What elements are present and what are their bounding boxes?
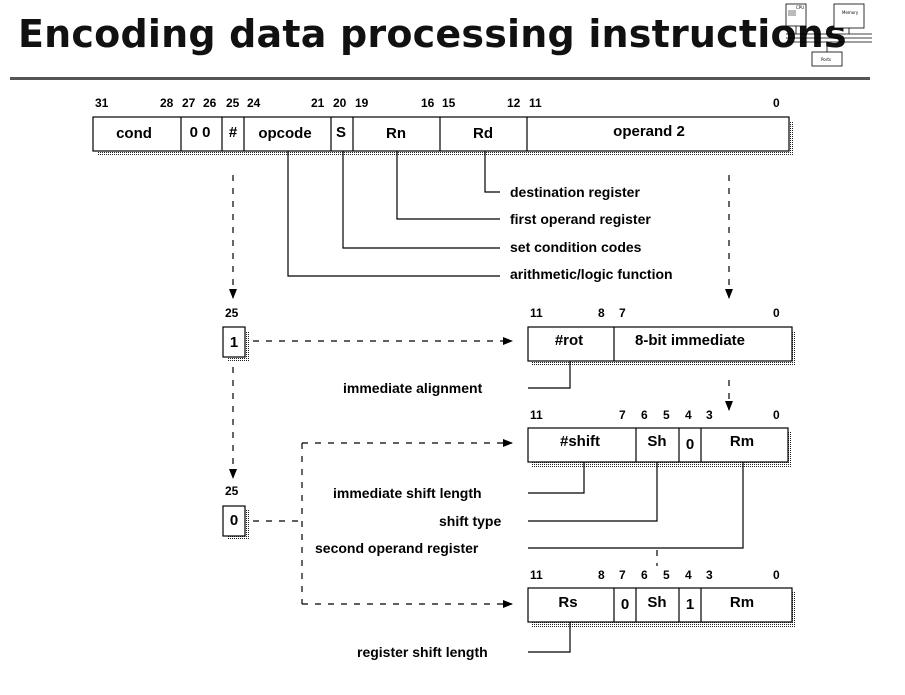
shimm-bit-6: 6 — [641, 408, 648, 422]
field-rd: Rd — [473, 125, 493, 142]
bit-20: 20 — [333, 96, 347, 110]
label-set-condition-codes: set condition codes — [510, 239, 642, 255]
bit-11: 11 — [529, 96, 542, 110]
label-second-operand-register: second operand register — [315, 540, 479, 556]
shimm-bit-7: 7 — [619, 408, 626, 422]
branch-reg-value: 0 — [230, 512, 238, 529]
bit-26: 26 — [203, 96, 217, 110]
field-sh-reg: Sh — [647, 594, 666, 611]
label-immediate-alignment: immediate alignment — [343, 380, 483, 396]
bit-27: 27 — [182, 96, 196, 110]
logo-ports-label: Ports — [821, 57, 831, 62]
field-rm: Rm — [730, 433, 754, 450]
shreg-bit-3: 3 — [706, 568, 713, 582]
label-first-operand-register: first operand register — [510, 211, 651, 227]
field-bit4-zero: 0 — [686, 436, 694, 453]
bit-0: 0 — [773, 96, 780, 110]
field-sh: Sh — [647, 433, 666, 450]
shreg-bit-4: 4 — [685, 568, 692, 582]
page-title: Encoding data processing instructions — [18, 12, 847, 56]
shimm-bit-0: 0 — [773, 408, 780, 422]
flow-arrows — [229, 175, 733, 608]
bit-28: 28 — [160, 96, 174, 110]
field-00: 0 0 — [190, 124, 211, 141]
bit25-one-branch: 25 1 — [222, 306, 249, 361]
branch-imm-value: 1 — [230, 334, 238, 351]
shift-immediate-format: 11 7 6 5 4 3 0 #shift Sh 0 Rm immediate … — [315, 408, 792, 556]
field-bit4-one: 1 — [686, 596, 694, 613]
field-hash: # — [229, 124, 238, 141]
main-annotation-leaders — [287, 151, 500, 277]
field-rot: #rot — [555, 332, 583, 349]
field-rs: Rs — [558, 594, 577, 611]
branch-reg-bit-number: 25 — [225, 484, 239, 498]
field-rn: Rn — [386, 125, 406, 142]
shift-register-format: 11 8 7 6 5 4 3 0 Rs 0 Sh 1 Rm register s… — [357, 568, 796, 660]
bit-19: 19 — [355, 96, 369, 110]
field-bit7-zero: 0 — [621, 596, 629, 613]
shreg-bit-7: 7 — [619, 568, 626, 582]
bit-24: 24 — [247, 96, 261, 110]
bit-12: 12 — [507, 96, 521, 110]
architecture-logo: CPU Memory Ports — [785, 3, 872, 67]
label-arithmetic-logic-function: arithmetic/logic function — [510, 266, 673, 282]
shimm-bit-11: 11 — [530, 408, 543, 422]
bit25-zero-branch: 25 0 — [222, 484, 249, 540]
imm-bit-8: 8 — [598, 306, 605, 320]
logo-cpu-label: CPU — [796, 5, 804, 10]
bit-31: 31 — [95, 96, 109, 110]
label-shift-type: shift type — [439, 513, 501, 529]
shreg-bit-6: 6 — [641, 568, 648, 582]
shimm-bit-4: 4 — [685, 408, 692, 422]
shreg-bit-0: 0 — [773, 568, 780, 582]
field-operand2: operand 2 — [613, 123, 685, 140]
main-format-register: cond 0 0 # opcode S Rn Rd operand 2 — [92, 116, 793, 156]
label-destination-register: destination register — [510, 184, 640, 200]
label-immediate-shift-length: immediate shift length — [333, 485, 482, 501]
logo-memory-label: Memory — [842, 10, 859, 15]
imm-bit-11: 11 — [530, 306, 543, 320]
bit-16: 16 — [421, 96, 435, 110]
field-8bit-immediate: 8-bit immediate — [635, 332, 745, 349]
imm-bit-0: 0 — [773, 306, 780, 320]
shreg-bit-11: 11 — [530, 568, 543, 582]
branch-imm-bit-number: 25 — [225, 306, 239, 320]
bit-15: 15 — [442, 96, 456, 110]
label-register-shift-length: register shift length — [357, 644, 488, 660]
imm-bit-7: 7 — [619, 306, 626, 320]
shimm-bit-3: 3 — [706, 408, 713, 422]
field-cond: cond — [116, 125, 152, 142]
field-s: S — [336, 124, 346, 141]
shreg-bit-5: 5 — [663, 568, 670, 582]
field-shift-amount: #shift — [560, 433, 600, 450]
bit-25: 25 — [226, 96, 240, 110]
field-rm-reg: Rm — [730, 594, 754, 611]
field-opcode: opcode — [258, 125, 311, 142]
bit-21: 21 — [311, 96, 325, 110]
shimm-bit-5: 5 — [663, 408, 670, 422]
shreg-bit-8: 8 — [598, 568, 605, 582]
title-underline — [10, 77, 870, 80]
main-format-bit-numbers: 31 28 27 26 25 24 21 20 19 16 15 12 11 0 — [95, 96, 780, 110]
immediate-format: 11 8 7 0 #rot 8-bit immediate immediate … — [343, 306, 796, 396]
